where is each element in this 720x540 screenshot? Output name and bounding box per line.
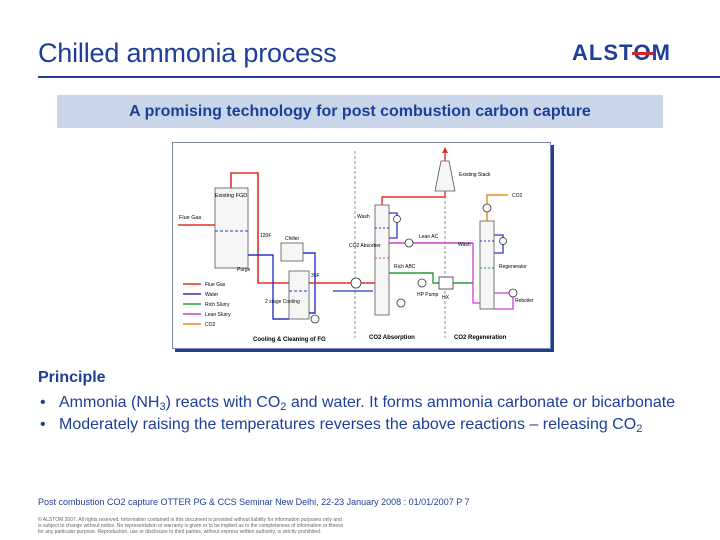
co2-compressor-icon	[482, 203, 492, 213]
bullet-item: • Ammonia (NH3) reacts with CO2 and wate…	[38, 393, 678, 413]
legal-line-2: is subject to change without notice. No …	[38, 523, 344, 529]
label-co2-out: CO2	[512, 193, 523, 199]
section-cooling: Cooling & Cleaning of FG	[253, 337, 326, 343]
cooling-vessel	[288, 270, 310, 320]
label-existing-stack: Existing Stack	[459, 172, 491, 178]
wash-loop	[389, 212, 398, 239]
label-120f: 120F	[260, 233, 271, 239]
bullet-2-sub: 2	[636, 423, 643, 435]
legend-water: Water	[205, 292, 218, 298]
label-wash-1: Wash	[357, 214, 370, 220]
logo-letter-o: O	[632, 40, 653, 66]
absorber-pump-icon	[396, 298, 406, 308]
process-diagram-svg: Existing FGD Flue Gas 120F Purge Chiller…	[178, 147, 534, 343]
lean-ac-cooler-icon	[404, 238, 414, 248]
label-hx: HX	[442, 295, 450, 301]
water-loop-1	[248, 254, 289, 320]
label-wash-2: Wash	[458, 242, 471, 248]
legal-notice: © ALSTOM 2007. All rights reserved. Info…	[38, 517, 428, 535]
logo-red-bar	[632, 52, 653, 55]
label-rich-abc: Rich ABC	[394, 264, 416, 270]
principle-heading: Principle	[38, 369, 106, 386]
legend-lean-slurry: Lean Slurry	[205, 312, 231, 318]
principle-bullets: • Ammonia (NH3) reacts with CO2 and wate…	[38, 393, 678, 437]
fgd-vessel	[214, 187, 249, 269]
label-lean-ac: Lean AC	[419, 234, 439, 240]
process-diagram: Existing FGD Flue Gas 120F Purge Chiller…	[172, 142, 551, 349]
chiller-unit	[280, 242, 304, 262]
co2-absorber-vessel	[374, 204, 390, 316]
label-chiller: Chiller	[285, 236, 300, 242]
logo-text-a: ALST	[572, 40, 634, 65]
label-regenerator: Regenerator	[499, 264, 527, 270]
legend-co2: CO2	[205, 322, 216, 328]
regenerator-vessel	[479, 220, 495, 310]
label-flue-gas: Flue Gas	[179, 215, 202, 221]
stack-arrow-icon	[442, 147, 448, 153]
reboiler-icon	[508, 288, 518, 298]
label-hp-pump: HP Pump	[417, 292, 439, 298]
rich-abc-line	[389, 272, 473, 284]
section-absorption: CO2 Absorption	[369, 335, 415, 341]
bullet-1-mid: ) reacts with CO	[165, 394, 281, 411]
label-2-stage: 2 stage Cooling	[265, 299, 300, 305]
label-co2-absorber: CO2 Absorber	[349, 243, 381, 249]
bullet-1-post: and water. It forms ammonia carbonate or…	[286, 394, 676, 411]
fan-icon	[350, 277, 362, 289]
bullet-dot: •	[40, 416, 46, 433]
regen-wash-hx-icon	[499, 237, 507, 245]
wash-hx-icon	[393, 215, 401, 223]
clean-gas-line	[381, 191, 446, 205]
flue-gas-duct	[230, 172, 291, 284]
bullet-dot: •	[40, 394, 46, 411]
bullet-1-sub-1: 3	[159, 401, 166, 413]
bullet-2-pre: Moderately raising the temperatures reve…	[59, 416, 637, 433]
legend: Flue Gas Water Rich Slurry Lean Slurry C…	[183, 282, 231, 328]
footer-citation: Post combustion CO2 capture OTTER PG & C…	[38, 497, 470, 507]
legend-rich-slurry: Rich Slurry	[205, 302, 230, 308]
bullet-1-sub-2: 2	[280, 401, 287, 413]
label-reboiler: Reboiler	[515, 298, 534, 304]
hp-pump-icon	[417, 278, 427, 288]
section-regeneration: CO2 Regeneration	[454, 335, 507, 341]
logo-text-b: M	[651, 40, 671, 65]
lean-return	[472, 243, 480, 304]
legal-line-1: © ALSTOM 2007. All rights reserved. Info…	[38, 517, 342, 523]
subtitle-text: A promising technology for post combusti…	[129, 102, 591, 120]
bullet-item: • Moderately raising the temperatures re…	[38, 415, 678, 435]
bullet-1-pre: Ammonia (NH	[59, 394, 160, 411]
subtitle-banner: A promising technology for post combusti…	[57, 95, 663, 128]
legal-line-3: for any particular purpose. Reproduction…	[38, 529, 322, 535]
alstom-logo: ALSTOM	[572, 40, 671, 66]
stack-icon	[434, 160, 456, 192]
slide-title: Chilled ammonia process	[38, 38, 337, 68]
label-purge: Purge	[237, 267, 251, 273]
legend-flue-gas: Flue Gas	[205, 282, 226, 288]
title-underline	[38, 76, 720, 78]
reboiler-loop	[494, 292, 514, 310]
cooling-pump-icon	[310, 314, 320, 324]
hx-icon	[438, 276, 454, 290]
label-existing-fgd: Existing FGD	[215, 193, 247, 199]
